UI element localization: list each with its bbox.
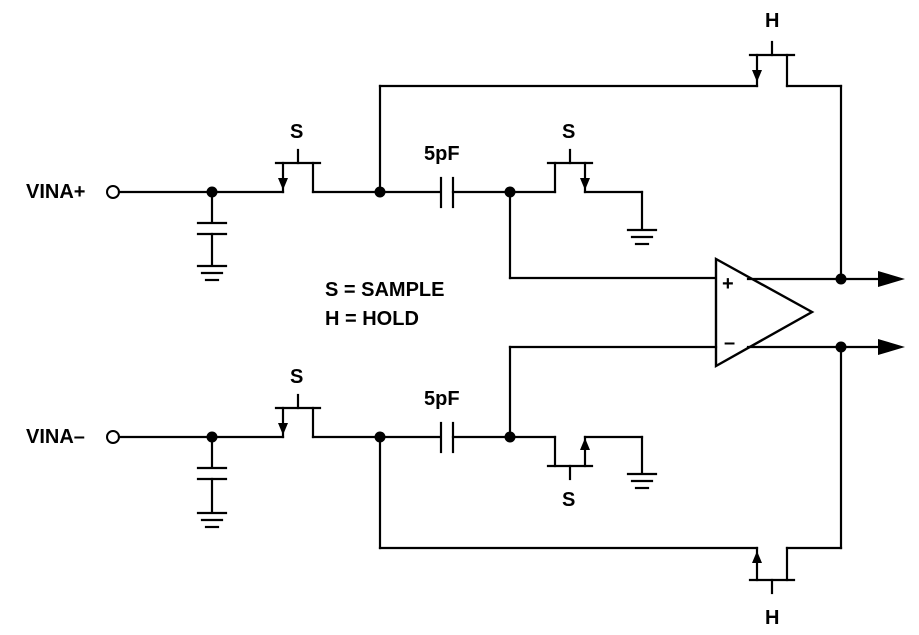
top-shunt-capacitor: [196, 190, 228, 267]
bottom-hold-switch-label: H: [765, 607, 779, 629]
bottom-sample-switch: [274, 393, 382, 439]
top-right-ground-icon: [626, 228, 658, 246]
bottom-capacitor-label: 5pF: [424, 388, 460, 410]
bottom-input-path: VINA– S 5pF: [26, 345, 843, 629]
negative-output-arrow-icon: [878, 339, 905, 355]
vina-plus-terminal: [106, 185, 120, 199]
positive-output-node: [835, 273, 847, 285]
vina-minus-label: VINA–: [26, 426, 85, 448]
top-capacitor-label: 5pF: [424, 143, 460, 165]
legend-sample: S = SAMPLE: [325, 279, 444, 301]
bottom-right-sample-switch: [508, 435, 644, 481]
opamp-plus-label: +: [722, 273, 734, 295]
bottom-sample-switch-label: S: [290, 366, 303, 388]
top-series-capacitor: [439, 176, 455, 209]
bottom-right-sample-switch-label: S: [562, 489, 575, 511]
vina-minus-terminal: [106, 430, 120, 444]
vina-plus-label: VINA+: [26, 181, 85, 203]
top-input-path: VINA+ S: [26, 10, 843, 282]
bottom-shunt-capacitor: [196, 435, 228, 514]
top-left-ground-icon: [196, 264, 228, 282]
top-sample-switch-label: S: [290, 121, 303, 143]
positive-output-arrow-icon: [878, 271, 905, 287]
top-right-sample-switch: [508, 148, 644, 231]
top-right-sample-switch-label: S: [562, 121, 575, 143]
bottom-hold-switch: [748, 546, 796, 595]
bottom-series-capacitor: [439, 421, 455, 454]
opamp-minus-label: –: [724, 332, 735, 354]
outputs: [746, 271, 905, 355]
top-sample-switch: [274, 148, 382, 194]
bottom-right-ground-icon: [626, 472, 658, 490]
opamp: + –: [714, 256, 815, 369]
legend-hold: H = HOLD: [325, 308, 419, 330]
top-hold-switch: [748, 40, 796, 88]
bottom-left-ground-icon: [196, 511, 228, 529]
top-hold-switch-label: H: [765, 10, 779, 32]
